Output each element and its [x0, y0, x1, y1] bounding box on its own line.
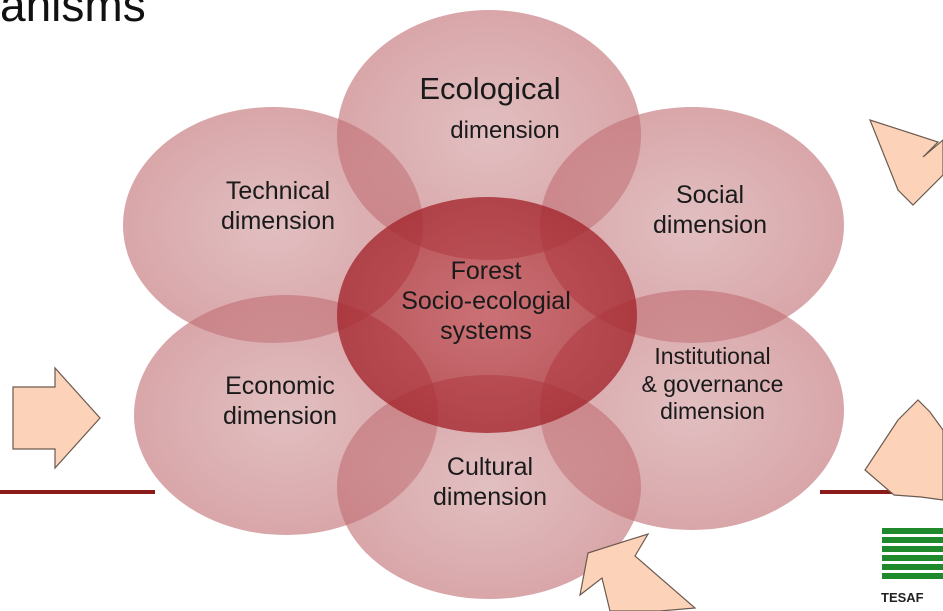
ecological-title: Ecological — [419, 71, 561, 106]
bottom-arrow — [579, 532, 697, 611]
institutional-line2: & governance — [641, 370, 784, 397]
institutional-line1: Institutional — [654, 343, 771, 369]
logo-text: TESAF — [881, 590, 924, 605]
cultural-petal — [337, 375, 641, 599]
ecological-subtitle: dimension — [450, 117, 560, 145]
center-label: Forest Socio-ecologial systems — [366, 256, 606, 346]
social-label: Social dimension — [610, 180, 810, 240]
top-right-arrow — [868, 119, 943, 206]
economic-label: Economic dimension — [170, 371, 390, 431]
center-line3: systems — [440, 317, 532, 345]
center-circle — [337, 197, 637, 433]
technical-line1: Technical — [225, 177, 331, 205]
technical-label: Technical dimension — [168, 176, 388, 236]
technical-line2: dimension — [221, 207, 335, 235]
social-line1: Social — [675, 181, 745, 209]
center-line1: Forest — [450, 257, 522, 285]
bottom-right-arrow — [864, 399, 943, 501]
social-line2: dimension — [653, 211, 767, 239]
left-arrow — [12, 366, 101, 470]
cultural-label: Cultural dimension — [385, 452, 595, 512]
cultural-line1: Cultural — [446, 453, 534, 481]
slide-title-fragment: anisms — [0, 0, 146, 31]
institutional-line3: dimension — [660, 398, 765, 425]
cultural-line2: dimension — [433, 483, 547, 511]
ecological-label: Ecological dimension — [380, 70, 600, 146]
economic-line2: dimension — [223, 402, 337, 430]
institutional-label: Institutional & governance dimension — [600, 343, 825, 426]
tesaf-logo — [882, 528, 943, 579]
economic-line1: Economic — [225, 372, 335, 400]
center-line2: Socio-ecologial — [401, 287, 571, 315]
